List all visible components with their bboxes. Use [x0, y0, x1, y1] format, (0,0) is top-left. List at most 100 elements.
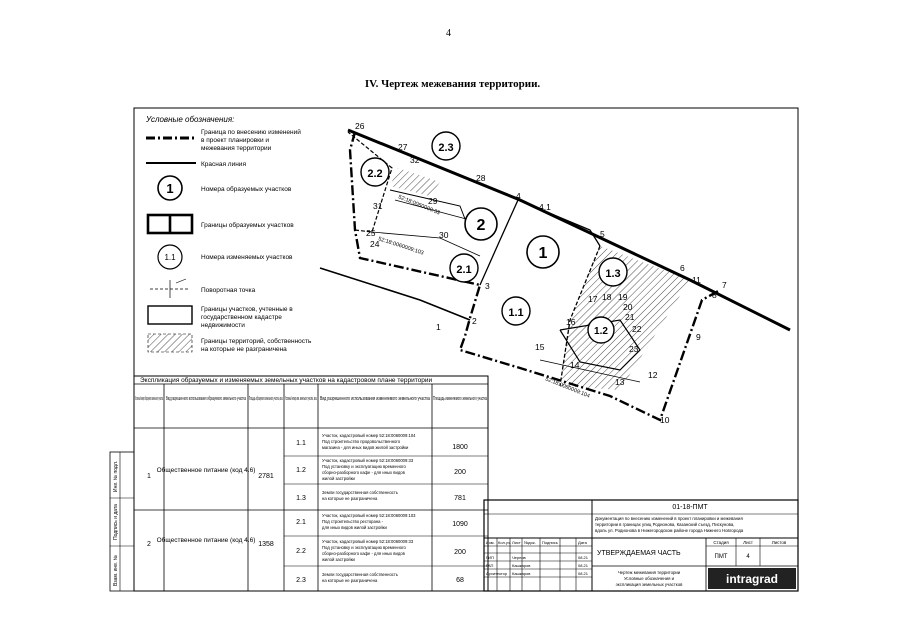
box-icon	[147, 305, 193, 325]
legend-text: в проект планировки и	[201, 137, 269, 144]
parcel-marker	[464, 207, 498, 241]
svg-text:29: 29	[428, 196, 438, 206]
table-cell: сборно-разборного кафе - для иных видов	[322, 551, 406, 556]
svg-text:15: 15	[535, 342, 545, 352]
sheet-title: Чертеж межевания территории	[618, 570, 681, 575]
table-cell: Земли государственная собственность	[322, 490, 399, 495]
svg-text:28: 28	[476, 173, 486, 183]
table-cell: Общественное питание (код 4.6)	[157, 466, 256, 474]
svg-text:27: 27	[398, 142, 408, 152]
table-cell: Под установку и эксплуатацию временного	[322, 545, 407, 550]
company-name: intragrad	[726, 572, 778, 586]
table-cell: 1.2	[296, 467, 306, 474]
table-cell: Под установку и эксплуатацию временного	[322, 464, 407, 469]
hatched-area	[560, 246, 690, 390]
point-labels: 26 27 32 28 29 31 30 25 24 4 4.1 5 6 11 …	[355, 121, 727, 425]
side-stamp-label: Подпись и дата	[113, 504, 119, 540]
parcel-marker	[360, 157, 390, 187]
sheet-header: Лист	[743, 540, 753, 545]
svg-text:25: 25	[366, 228, 376, 238]
svg-text:5: 5	[600, 229, 605, 239]
svg-text:1.2: 1.2	[594, 326, 608, 337]
svg-text:1: 1	[436, 322, 441, 332]
parcel-marker	[526, 235, 560, 269]
svg-text:52:18:0060009:103: 52:18:0060009:103	[377, 236, 424, 256]
table-cell: 781	[454, 495, 466, 502]
svg-text:2.2: 2.2	[367, 168, 382, 180]
svg-text:4.1: 4.1	[539, 202, 551, 212]
legend-text: Границы участков, учтенные в	[201, 306, 293, 313]
side-stamp-label: Инв. № подл.	[113, 461, 119, 492]
legend-symbol: 1	[166, 181, 173, 196]
svg-text:13: 13	[615, 377, 625, 387]
turning-point-icon	[150, 278, 190, 298]
table-cell: 2	[147, 541, 151, 548]
explication-table	[133, 375, 489, 592]
parcel-marker	[587, 316, 615, 344]
svg-text:11: 11	[692, 275, 701, 285]
legend-heading: Условные обозначения:	[145, 115, 234, 124]
svg-text:2.1: 2.1	[456, 264, 471, 276]
page-title: IV. Чертеж межевания территории.	[364, 78, 541, 90]
table-header: Площадь образуемого земельного участка, …	[249, 396, 283, 402]
page-number: 4	[446, 28, 451, 39]
svg-text:22: 22	[632, 324, 642, 334]
table-cell: 2.1	[296, 519, 306, 526]
parcel-marker	[431, 131, 461, 161]
table-cell: магазина - для иных видов жилой застройк…	[322, 445, 409, 450]
table-cell: жилой застройки	[322, 557, 356, 562]
stamp-header: Кол.уч.	[498, 540, 511, 545]
svg-text:20: 20	[623, 302, 633, 312]
signer-role: ГАП	[486, 563, 494, 568]
table-cell: Участок, кадастровый номер 52:18:0060009…	[322, 458, 414, 463]
table-cell: Участок, кадастровый номер 52:18:0060009…	[322, 433, 416, 438]
signer-date: 08.21	[578, 571, 589, 576]
legend-text: Границы территорий, собственность	[201, 337, 312, 345]
table-header: Вид разрешенного использования образуемо…	[166, 396, 246, 402]
svg-text:12: 12	[648, 370, 658, 380]
svg-text:1.3: 1.3	[605, 268, 620, 280]
table-cell: Участок, кадастровый номер 52:18:0060009…	[322, 513, 416, 518]
svg-text:2.3: 2.3	[438, 142, 453, 154]
legend-text: Красная линия	[201, 161, 246, 168]
sheet-title: Условные обозначения и	[624, 576, 675, 581]
doc-description: территории в границах улиц Родионова, Ка…	[595, 522, 734, 527]
table-cell: 2.3	[296, 577, 306, 584]
parcel-marker	[598, 257, 628, 287]
circle-number-icon	[157, 244, 183, 270]
sheet-header: Листов	[772, 540, 787, 545]
table-cell: 1	[147, 473, 151, 480]
legend-text: государственном кадастре	[201, 314, 282, 321]
svg-text:1: 1	[539, 245, 548, 262]
svg-text:1.1: 1.1	[508, 307, 523, 319]
stamp-header: Дата	[578, 540, 588, 545]
table-cell: Под строительство продовольственного	[322, 439, 401, 444]
table-header: Условный номер образуемого земельного уч…	[135, 395, 163, 402]
legend-text: недвижимости	[201, 322, 245, 329]
red-line	[347, 128, 791, 332]
approved-label: УТВЕРЖДАЕМАЯ ЧАСТЬ	[597, 550, 681, 557]
svg-text:31: 31	[373, 201, 383, 211]
legend-text: Поворотная точка	[201, 287, 256, 294]
svg-text:26: 26	[355, 121, 365, 131]
svg-text:16: 16	[566, 317, 576, 327]
stamp-header: Подпись	[542, 540, 558, 545]
table-cell: 68	[456, 577, 464, 584]
legend-text: Границы образуемых участков	[201, 221, 294, 229]
signer-name: Кашкаров	[512, 571, 530, 576]
doc-code: 01-18-ПМТ	[672, 504, 708, 511]
svg-text:23: 23	[629, 344, 639, 354]
table-cell: 200	[454, 549, 466, 556]
svg-text:4: 4	[516, 191, 521, 201]
table-header: Площадь изменяемого земельного участка	[433, 396, 487, 402]
doc-description: вдоль ул. Родионова в Нижегородском райо…	[595, 528, 744, 533]
title-block-text: 01-18-ПМТ Документация по внесению измен…	[486, 504, 787, 587]
circle-number-icon	[157, 175, 183, 201]
stamp-header: Изм.	[486, 540, 495, 545]
table-cell: на которые не разграничена	[322, 496, 378, 501]
table-header: Условный номер изм. земельного участка, …	[285, 395, 317, 402]
svg-text:6: 6	[680, 263, 685, 273]
signer-role: ГИП	[486, 555, 494, 560]
legend-text: на которые не разграничена	[201, 346, 287, 353]
